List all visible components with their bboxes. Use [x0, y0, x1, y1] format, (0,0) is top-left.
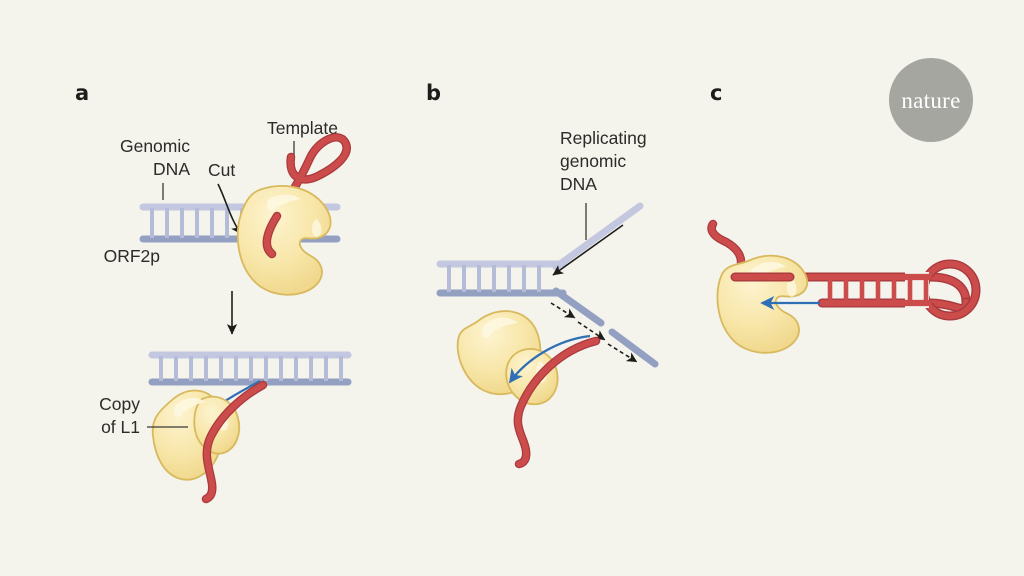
panel-b: b Replicating genomic DNA	[426, 81, 659, 469]
orf2p-highlight-b	[482, 317, 518, 339]
panel-c-letter: c	[710, 81, 722, 105]
rna-tail-a	[203, 382, 266, 502]
progress-arrow-2	[577, 321, 606, 341]
rna-template-b	[514, 338, 599, 467]
label-genomic-dna-line2: DNA	[153, 159, 190, 179]
label-copy-of-l1-line2: of L1	[101, 417, 140, 437]
synthesis-arrow-b	[508, 334, 591, 384]
replication-fork	[436, 202, 659, 368]
label-orf2p: ORF2p	[104, 246, 160, 266]
panel-a-letter: a	[75, 81, 89, 105]
hairpin-lower-strand	[818, 298, 970, 312]
orf2p-protein-a-bottom	[151, 389, 241, 481]
orf2p-body-b-lower	[505, 348, 559, 406]
label-template: Template	[267, 118, 338, 138]
progress-arrow-3	[607, 343, 638, 363]
nature-logo: nature	[889, 58, 973, 142]
rna-hairpin	[707, 219, 981, 321]
rna-tip-a	[263, 213, 280, 257]
panel-b-letter: b	[426, 81, 441, 105]
panel-a: a	[75, 81, 352, 504]
orf2p-highlight-a-bottom	[174, 397, 205, 417]
label-genomic-dna-line1: Genomic	[120, 136, 190, 156]
fork-progression-arrows	[550, 302, 638, 363]
orf2p-body-a-top	[236, 185, 332, 296]
orf2p-highlight-a-top	[266, 194, 301, 212]
fork-arm-lower-1	[552, 287, 605, 327]
label-cut: Cut	[208, 160, 235, 180]
fork-arm-lower-2	[608, 328, 659, 368]
nature-logo-text: nature	[901, 88, 960, 113]
label-replicating-line2: genomic	[560, 151, 626, 171]
fork-rungs	[447, 265, 541, 292]
dna-rungs-bottom	[159, 356, 343, 381]
label-replicating-line3: DNA	[560, 174, 597, 194]
orf2p-highlight2-a-top	[311, 219, 322, 237]
label-copy-of-l1-line1: Copy	[99, 394, 140, 414]
panel-a-genomic-dna-bottom	[148, 351, 352, 386]
progress-arrow-1	[550, 302, 576, 319]
orf2p-protein-a-top	[236, 185, 332, 296]
hairpin-rungs	[827, 279, 929, 301]
orf2p-protein-b	[456, 310, 559, 406]
fork-arm-upper	[552, 202, 644, 271]
label-replicating-line1: Replicating	[560, 128, 647, 148]
orf2p-highlight2-c	[786, 278, 797, 297]
panel-c: c	[707, 81, 981, 354]
nature-logo-circle	[889, 58, 973, 142]
fork-pointer-arrow	[552, 224, 624, 276]
orf2p-protein-c	[716, 254, 809, 354]
